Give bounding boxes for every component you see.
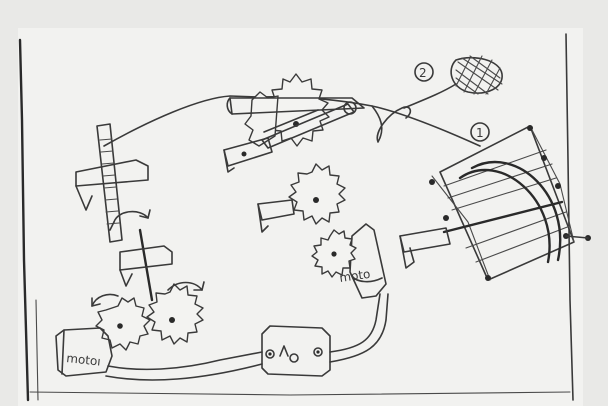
- callout-2: 2: [403, 55, 503, 109]
- motor-left-label: motoı: [66, 351, 102, 369]
- callout-1-label: 1: [476, 126, 484, 140]
- lower-left-gear-train: [91, 281, 205, 351]
- left-rack-assembly: [75, 123, 173, 302]
- paper-border-left-inner: [35, 299, 39, 401]
- paper-border-left: [18, 38, 30, 402]
- paper-border-bottom: [29, 391, 571, 396]
- net-icon: [450, 56, 503, 94]
- gear-middle: [288, 163, 346, 225]
- middle-gear-train: [223, 73, 365, 278]
- callout-1: 1: [470, 122, 490, 142]
- cage-wheel: [399, 125, 591, 281]
- motor-right-label: moto: [338, 267, 371, 285]
- switch-box: [261, 293, 389, 377]
- callout-2-label: 2: [419, 66, 427, 80]
- left-motor: motoı: [55, 327, 263, 381]
- right-motor: moto: [338, 223, 387, 299]
- gear-large-left: [146, 283, 204, 345]
- pull-string-loop: [371, 105, 412, 143]
- gear-small-left: [95, 297, 151, 351]
